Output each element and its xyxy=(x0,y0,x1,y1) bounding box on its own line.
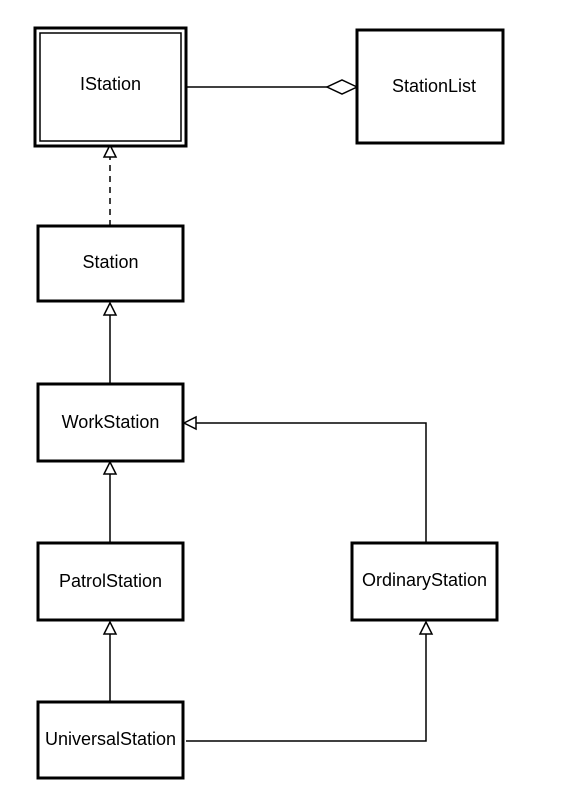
generalization-arrowhead-icon xyxy=(102,301,118,316)
generalization-arrowhead-icon xyxy=(182,415,197,431)
edges xyxy=(102,79,434,742)
node-label: OrdinaryStation xyxy=(362,570,487,590)
generalization-arrowhead-icon xyxy=(102,620,118,635)
node-label: StationList xyxy=(392,76,476,96)
node-ordinarystation[interactable]: OrdinaryStation xyxy=(350,541,499,622)
node-stationlist[interactable]: StationList xyxy=(355,28,505,145)
edge-generalization-universalstation-ordinarystation xyxy=(186,634,427,742)
node-label: PatrolStation xyxy=(59,571,162,591)
node-universalstation[interactable]: UniversalStation xyxy=(36,700,185,780)
node-workstation[interactable]: WorkStation xyxy=(36,382,185,463)
aggregation-diamond-icon xyxy=(325,79,359,95)
node-label: UniversalStation xyxy=(45,729,176,749)
node-label: WorkStation xyxy=(62,412,160,432)
node-label: Station xyxy=(82,252,138,272)
node-istation[interactable]: IStation xyxy=(33,26,188,148)
generalization-arrowhead-icon xyxy=(418,620,434,635)
node-station[interactable]: Station xyxy=(36,224,185,303)
node-patrolstation[interactable]: PatrolStation xyxy=(36,541,185,622)
generalization-arrowhead-icon xyxy=(102,460,118,475)
realization-arrowhead-icon xyxy=(102,143,118,158)
node-label: IStation xyxy=(80,74,141,94)
edge-generalization-ordinarystation-workstation xyxy=(196,422,427,543)
